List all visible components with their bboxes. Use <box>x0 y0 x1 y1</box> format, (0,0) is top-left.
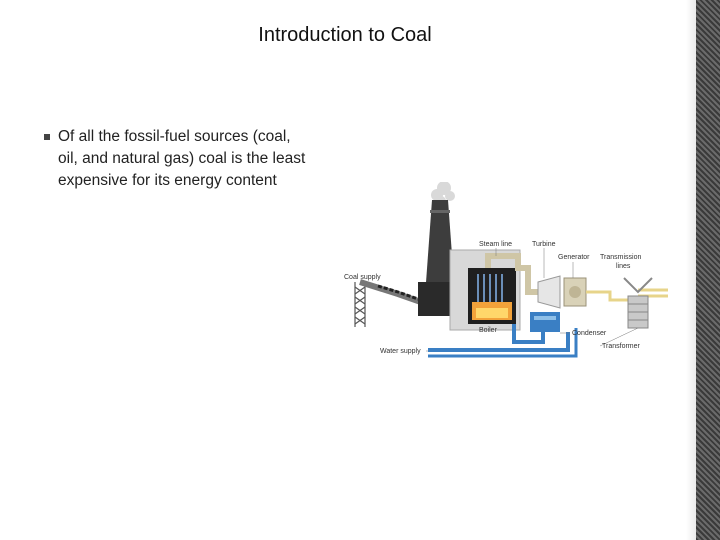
label-condenser: Condenser <box>572 330 607 337</box>
turbine <box>537 275 561 309</box>
water-supply-line-2 <box>428 328 578 358</box>
power-plant-illustration: Steam line Turbine Generator Transmissio… <box>344 182 668 358</box>
label-lines: lines <box>616 263 631 270</box>
slide-edge-decoration <box>686 0 720 540</box>
condenser-top <box>534 316 556 320</box>
label-transformer: Transformer <box>602 343 641 350</box>
boiler-fire-core <box>476 308 508 318</box>
steam-line <box>485 253 543 295</box>
label-steam-line: Steam line <box>479 241 512 248</box>
label-boiler: Boiler <box>479 327 498 334</box>
label-coal-supply: Coal supply <box>344 274 381 281</box>
label-transmission: Transmission <box>600 254 641 261</box>
transmission-lines <box>586 290 638 302</box>
transmission-lines-out <box>638 288 668 298</box>
water-return-line <box>512 324 545 344</box>
water-supply-line <box>428 332 570 352</box>
boiler-tubes <box>477 274 503 302</box>
label-leader-lines <box>426 248 639 352</box>
label-turbine: Turbine <box>532 241 556 248</box>
bullet-text: Of all the fossil-fuel sources (coal, oi… <box>58 128 306 189</box>
slide-title: Introduction to Coal <box>258 24 432 46</box>
smokestack-band <box>430 210 450 213</box>
transformer <box>623 277 653 329</box>
generator-rotor <box>569 286 581 298</box>
condenser <box>530 312 560 332</box>
label-generator: Generator <box>558 254 590 261</box>
label-water-supply: Water supply <box>380 348 421 355</box>
coal-power-plant-diagram: Steam line Turbine Generator Transmissio… <box>338 182 668 364</box>
coal-supply-tower <box>354 282 366 327</box>
bullet-item: Of all the fossil-fuel sources (coal, oi… <box>44 126 314 192</box>
square-bullet-icon <box>44 134 50 140</box>
